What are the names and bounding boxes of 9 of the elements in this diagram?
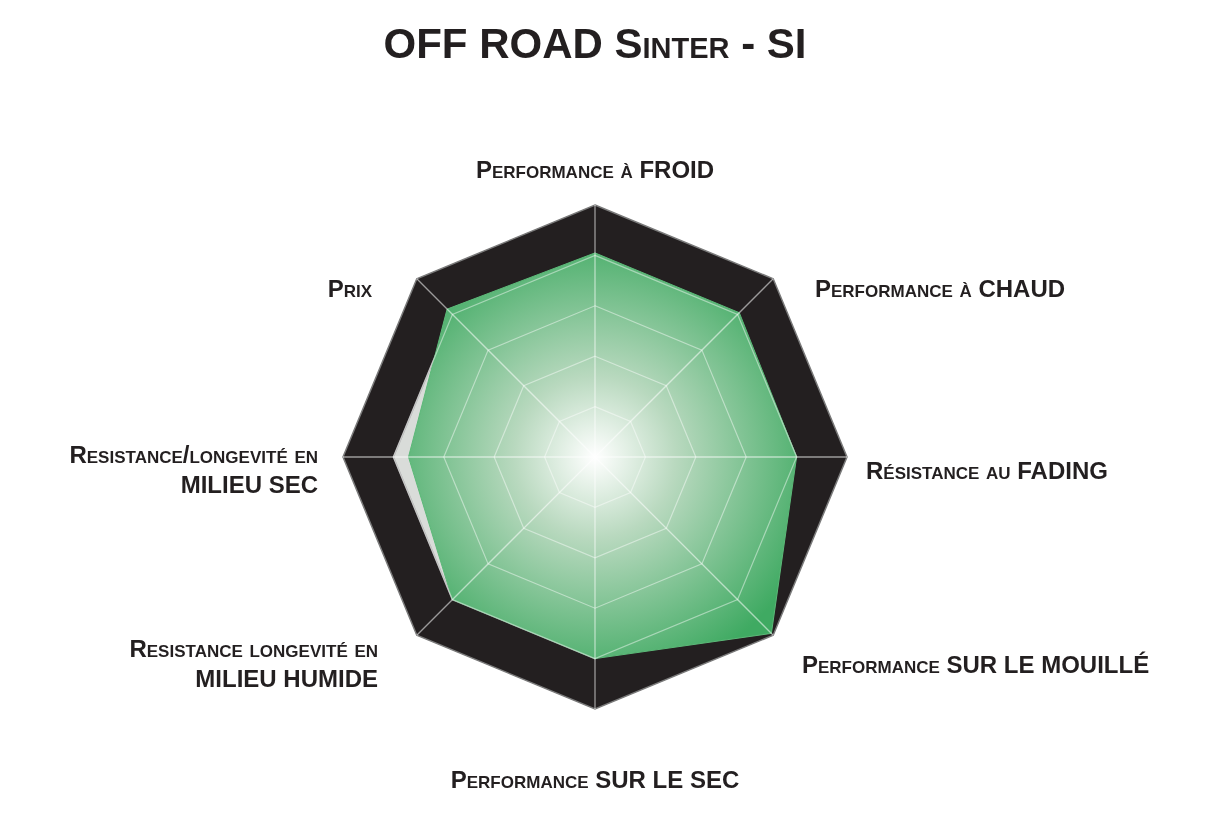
axis-label: Performance à FROID bbox=[474, 155, 716, 185]
axis-label: Resistance/longevité en MILIEU SEC bbox=[68, 440, 318, 500]
chart-title: OFF ROAD Sinter - SI bbox=[382, 20, 808, 68]
axis-label: Résistance au FADING bbox=[866, 456, 1109, 486]
axis-label: Performance à CHAUD bbox=[815, 274, 1067, 304]
axis-label: Performance SUR LE MOUILLÉ bbox=[802, 650, 1151, 680]
axis-label: Prix bbox=[326, 274, 372, 304]
axis-label: Resistance longevité en MILIEU HUMIDE bbox=[128, 634, 378, 694]
axis-label: Performance SUR LE SEC bbox=[449, 765, 741, 795]
